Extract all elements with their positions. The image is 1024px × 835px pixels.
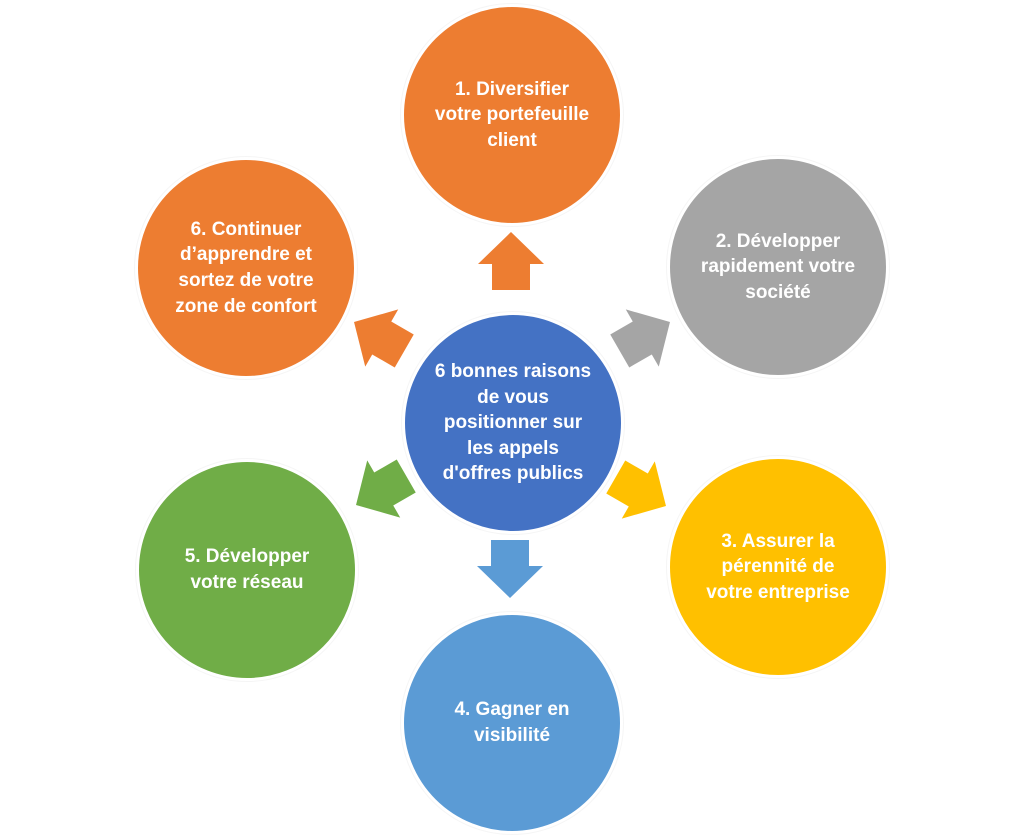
center-circle: 6 bonnes raisons de vous positionner sur… <box>402 312 624 534</box>
item-circle-2: 2. Développer rapidement votre société <box>667 156 889 378</box>
item-circle-6: 6. Continuer d’apprendre et sortez de vo… <box>135 157 357 379</box>
item-text-1: 1. Diversifier votre portefeuille client <box>434 78 590 151</box>
arrow-lower-right <box>606 460 666 519</box>
item-text-4: 4. Gagner en visibilité <box>454 699 570 746</box>
arrow-upper-right <box>610 309 670 368</box>
item-circle-3: 3. Assurer la pérennité de votre entrepr… <box>667 456 889 678</box>
item-text-3: 3. Assurer la pérennité de votre entrepr… <box>706 530 850 603</box>
item-text-2: 2. Développer rapidement votre société <box>700 230 856 303</box>
item-text-5: 5. Développer votre réseau <box>184 546 310 593</box>
item-circle-1: 1. Diversifier votre portefeuille client <box>401 4 623 226</box>
arrow-up <box>478 232 544 290</box>
item-circle-4: 4. Gagner en visibilité <box>401 612 623 834</box>
center-text: 6 bonnes raisons de vous positionner sur… <box>434 360 592 485</box>
item-text-6: 6. Continuer d’apprendre et sortez de vo… <box>175 218 317 317</box>
arrow-upper-left <box>354 309 414 368</box>
item-circle-5: 5. Développer votre réseau <box>136 459 358 681</box>
arrow-lower-left <box>356 459 416 518</box>
arrow-down <box>477 540 543 598</box>
